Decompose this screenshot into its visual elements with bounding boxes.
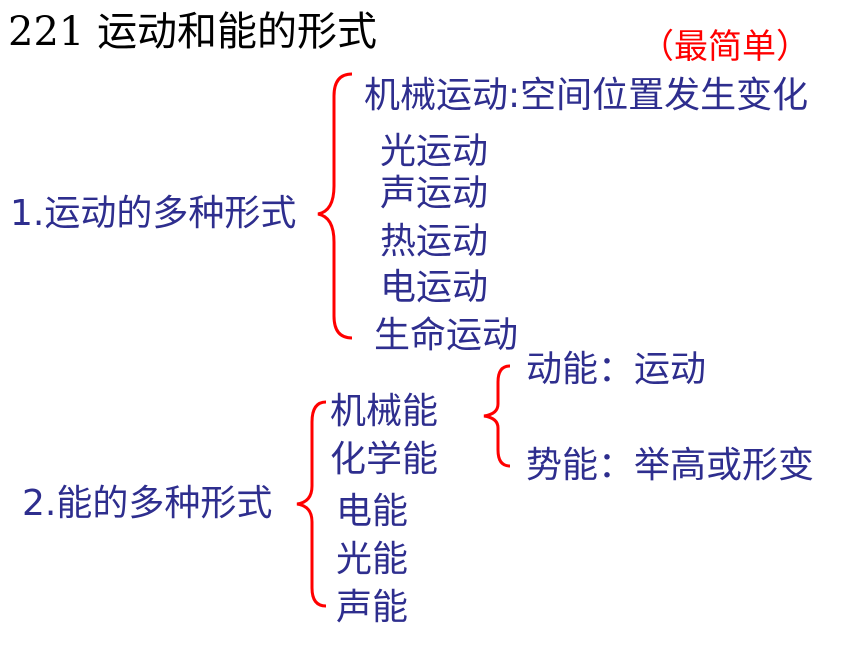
section2-item-electric: 电能 bbox=[336, 491, 409, 532]
section1-item-light: 光运动 bbox=[380, 131, 489, 172]
mechanical-energy-brace bbox=[483, 364, 511, 468]
section1-item-heat: 热运动 bbox=[380, 221, 489, 262]
section2-item-chemical: 化学能 bbox=[330, 439, 439, 480]
section2-item-mechanical: 机械能 bbox=[330, 391, 439, 432]
section1-item-electric: 电运动 bbox=[380, 267, 489, 308]
potential-energy-item: 势能：举高或形变 bbox=[526, 445, 815, 486]
section1-item-sound: 声运动 bbox=[380, 173, 489, 214]
section1-item-life: 生命运动 bbox=[374, 315, 519, 356]
section2-brace bbox=[296, 400, 327, 608]
page-title: 221 运动和能的形式 bbox=[8, 9, 378, 55]
note-simplest: （最简单） bbox=[640, 27, 810, 67]
section2-item-light: 光能 bbox=[336, 539, 409, 580]
kinetic-energy-item: 动能：运动 bbox=[526, 349, 707, 390]
section1-label: 1.运动的多种形式 bbox=[10, 193, 297, 234]
section2-item-sound: 声能 bbox=[336, 587, 409, 628]
section1-item-mechanical: 机械运动:空间位置发生变化 bbox=[364, 75, 809, 116]
section1-brace bbox=[317, 72, 353, 340]
section2-label: 2.能的多种形式 bbox=[22, 483, 273, 524]
